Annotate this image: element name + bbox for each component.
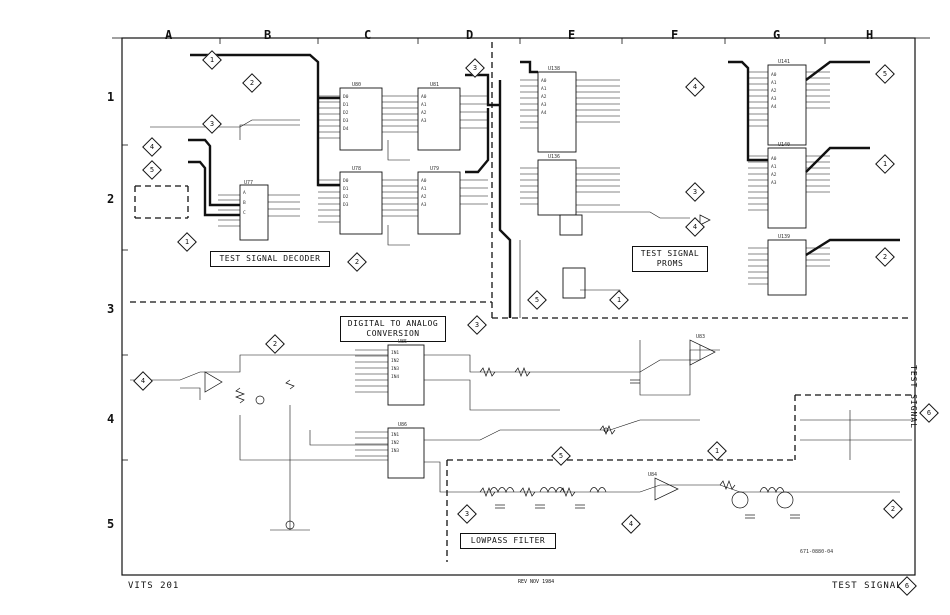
grid-row-2: 2 [107, 192, 115, 206]
svg-text:A2: A2 [541, 94, 547, 100]
footer-revision-date: REV NOV 1984 [518, 579, 555, 585]
svg-text:D1: D1 [343, 186, 349, 192]
svg-text:IN3: IN3 [391, 448, 399, 454]
block-lowpass-filter: LOWPASS FILTER [460, 533, 556, 549]
chip-u140: U140 [778, 142, 791, 148]
chip-u141: U141 [778, 59, 791, 65]
side-label: TEST SIGNAL [909, 365, 918, 429]
svg-text:D2: D2 [343, 110, 349, 116]
chip-u138: U138 [548, 66, 561, 72]
grid-row-5: 5 [107, 517, 115, 531]
chip-u79: U79 [430, 166, 440, 172]
grid-col-g: G [773, 28, 781, 42]
svg-text:D2: D2 [343, 194, 349, 200]
footer-right-title: TEST SIGNAL [832, 581, 903, 591]
chip-u83: U83 [696, 334, 706, 340]
svg-text:C: C [243, 210, 246, 216]
svg-text:D3: D3 [343, 118, 349, 124]
svg-text:A0: A0 [541, 78, 547, 84]
svg-text:A2: A2 [771, 172, 777, 178]
grid-row-1: 1 [107, 90, 115, 104]
chip-u86: U86 [398, 422, 408, 428]
svg-text:A0: A0 [771, 72, 777, 78]
svg-text:A4: A4 [541, 110, 547, 116]
chip-u78: U78 [352, 166, 362, 172]
grid-col-c: C [364, 28, 372, 42]
svg-text:D3: D3 [343, 202, 349, 208]
svg-text:A3: A3 [421, 118, 427, 124]
svg-text:A0: A0 [421, 178, 427, 184]
svg-text:A0: A0 [771, 156, 777, 162]
block-test-signal-decoder: TEST SIGNAL DECODER [210, 251, 330, 267]
svg-text:A1: A1 [771, 164, 777, 170]
svg-text:A0: A0 [421, 94, 427, 100]
svg-text:D0: D0 [343, 94, 349, 100]
grid-col-b: B [264, 28, 272, 42]
grid-row-3: 3 [107, 302, 115, 316]
svg-text:IN4: IN4 [391, 374, 399, 380]
svg-text:IN1: IN1 [391, 350, 399, 356]
svg-text:IN2: IN2 [391, 440, 399, 446]
svg-text:D0: D0 [343, 178, 349, 184]
svg-text:A3: A3 [771, 96, 777, 102]
part-number: 671-0880-04 [800, 549, 834, 555]
svg-text:A3: A3 [771, 180, 777, 186]
svg-text:D1: D1 [343, 102, 349, 108]
grid-col-a: A [165, 28, 173, 42]
block-dac: DIGITAL TO ANALOG CONVERSION [340, 316, 446, 342]
grid-row-4: 4 [107, 412, 115, 426]
chip-u80: U80 [352, 82, 362, 88]
chip-u136: U136 [548, 154, 561, 160]
footer-left-title: VITS 201 [128, 581, 180, 591]
svg-text:D4: D4 [343, 126, 349, 132]
grid-col-e: E [568, 28, 576, 42]
svg-text:A4: A4 [771, 104, 777, 110]
svg-text:A3: A3 [541, 102, 547, 108]
svg-text:A1: A1 [421, 186, 427, 192]
svg-text:A1: A1 [771, 80, 777, 86]
grid-col-d: D [466, 28, 474, 42]
chip-u81: U81 [430, 82, 440, 88]
svg-text:A2: A2 [421, 194, 427, 200]
chip-u84: U84 [648, 472, 658, 478]
svg-text:B: B [243, 200, 246, 206]
chip-u85: U85 [398, 339, 408, 345]
svg-text:A1: A1 [541, 86, 547, 92]
chip-u77: U77 [244, 180, 254, 186]
svg-text:IN1: IN1 [391, 432, 399, 438]
svg-text:A: A [243, 190, 246, 196]
svg-text:A2: A2 [421, 110, 427, 116]
block-test-signal-proms: TEST SIGNAL PROMS [632, 246, 708, 272]
svg-text:IN2: IN2 [391, 358, 399, 364]
grid-col-f: F [671, 28, 679, 42]
svg-text:A2: A2 [771, 88, 777, 94]
svg-text:A3: A3 [421, 202, 427, 208]
chip-u139: U139 [778, 234, 791, 240]
svg-text:A1: A1 [421, 102, 427, 108]
svg-text:IN3: IN3 [391, 366, 399, 372]
grid-col-h: H [866, 28, 874, 42]
